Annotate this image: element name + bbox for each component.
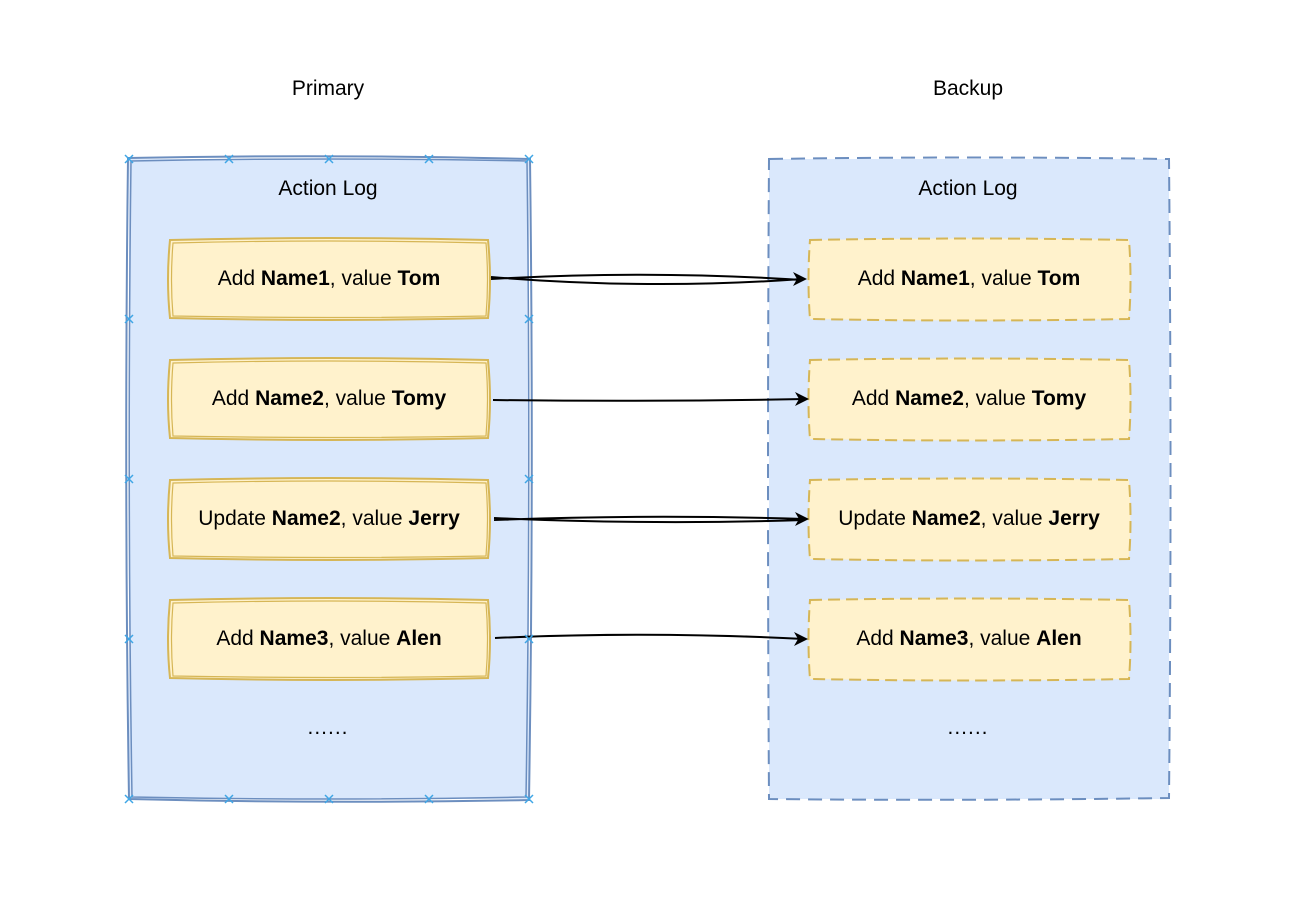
entry-verb: Add [216,627,254,650]
entry-mid: , value [963,387,1032,410]
primary-title[interactable]: Primary [291,77,365,100]
entry-mid: , value [968,627,1037,650]
handle-icon [124,634,134,644]
entry-verb: Add [851,387,890,410]
primary-ellipsis: ...... [307,716,349,739]
arrow-heads [793,272,809,646]
primary-entry-shapes [167,237,491,681]
entry-key: Name1 [260,267,330,290]
backup-entry-3[interactable]: Update Name2, value Jerry [809,479,1129,559]
entry-value: Tom [1037,267,1081,290]
backup-entry-4[interactable]: Add Name3, value Alen [809,599,1129,679]
entry-verb: Update [198,507,266,530]
entry-verb: Add [217,267,256,290]
entry-key: Name3 [259,627,329,650]
entry-mid: , value [323,387,392,410]
entry-value: Tomy [391,387,447,410]
primary-entry-4[interactable]: Add Name3, value Alen [169,599,489,679]
handle-icon [324,154,334,164]
entry-verb: Add [857,267,896,290]
entry-value: Jerry [1048,507,1100,530]
entry-mid: , value [969,267,1038,290]
entry-key: Name3 [899,627,969,650]
arrow-entry-4 [494,633,805,640]
entry-verb: Update [838,507,906,530]
entry-verb: Add [856,627,894,650]
handle-icon [224,794,234,804]
backup-title[interactable]: Backup [932,77,1004,100]
handle-icon [524,794,534,804]
entry-mid: , value [980,507,1049,530]
primary-entry-3[interactable]: Update Name2, value Jerry [169,479,489,559]
entry-key: Name2 [911,507,981,530]
selection-handles[interactable] [124,154,534,804]
handle-icon [124,474,134,484]
arrow-entry-3 [493,515,806,524]
entry-verb: Add [211,387,250,410]
entry-mid: , value [340,507,409,530]
handle-icon [124,794,134,804]
entry-key: Name1 [900,267,970,290]
handle-icon [124,154,134,164]
entry-value: Alen [1036,627,1082,650]
entry-mid: , value [328,627,397,650]
replication-arrows [490,273,806,640]
entry-value: Tom [397,267,441,290]
backup-entry-shapes [807,237,1132,682]
backup-entry-1[interactable]: Add Name1, value Tom [809,239,1129,319]
handle-icon [124,314,134,324]
handle-icon [524,634,534,644]
handle-icon [524,314,534,324]
backup-ellipsis: ...... [947,716,989,739]
primary-panel-title: Action Log [278,177,378,200]
backup-entry-2[interactable]: Add Name2, value Tomy [809,359,1129,439]
primary-entry-2[interactable]: Add Name2, value Tomy [169,359,489,439]
primary-entry-1[interactable]: Add Name1, value Tom [169,239,489,319]
entry-value: Tomy [1031,387,1087,410]
handle-icon [424,154,434,164]
entry-key: Name2 [255,387,324,410]
handle-icon [524,474,534,484]
entry-key: Name2 [271,507,341,530]
backup-panel-title: Action Log [918,177,1018,200]
arrow-entry-2 [492,398,806,402]
handle-icon [224,154,234,164]
arrow-entry-1 [490,273,803,286]
handle-icon [424,794,434,804]
entry-mid: , value [329,267,398,290]
entry-key: Name2 [895,387,964,410]
entry-value: Jerry [408,507,460,530]
handle-icon [524,154,534,164]
handle-icon [324,794,334,804]
entry-value: Alen [396,627,442,650]
